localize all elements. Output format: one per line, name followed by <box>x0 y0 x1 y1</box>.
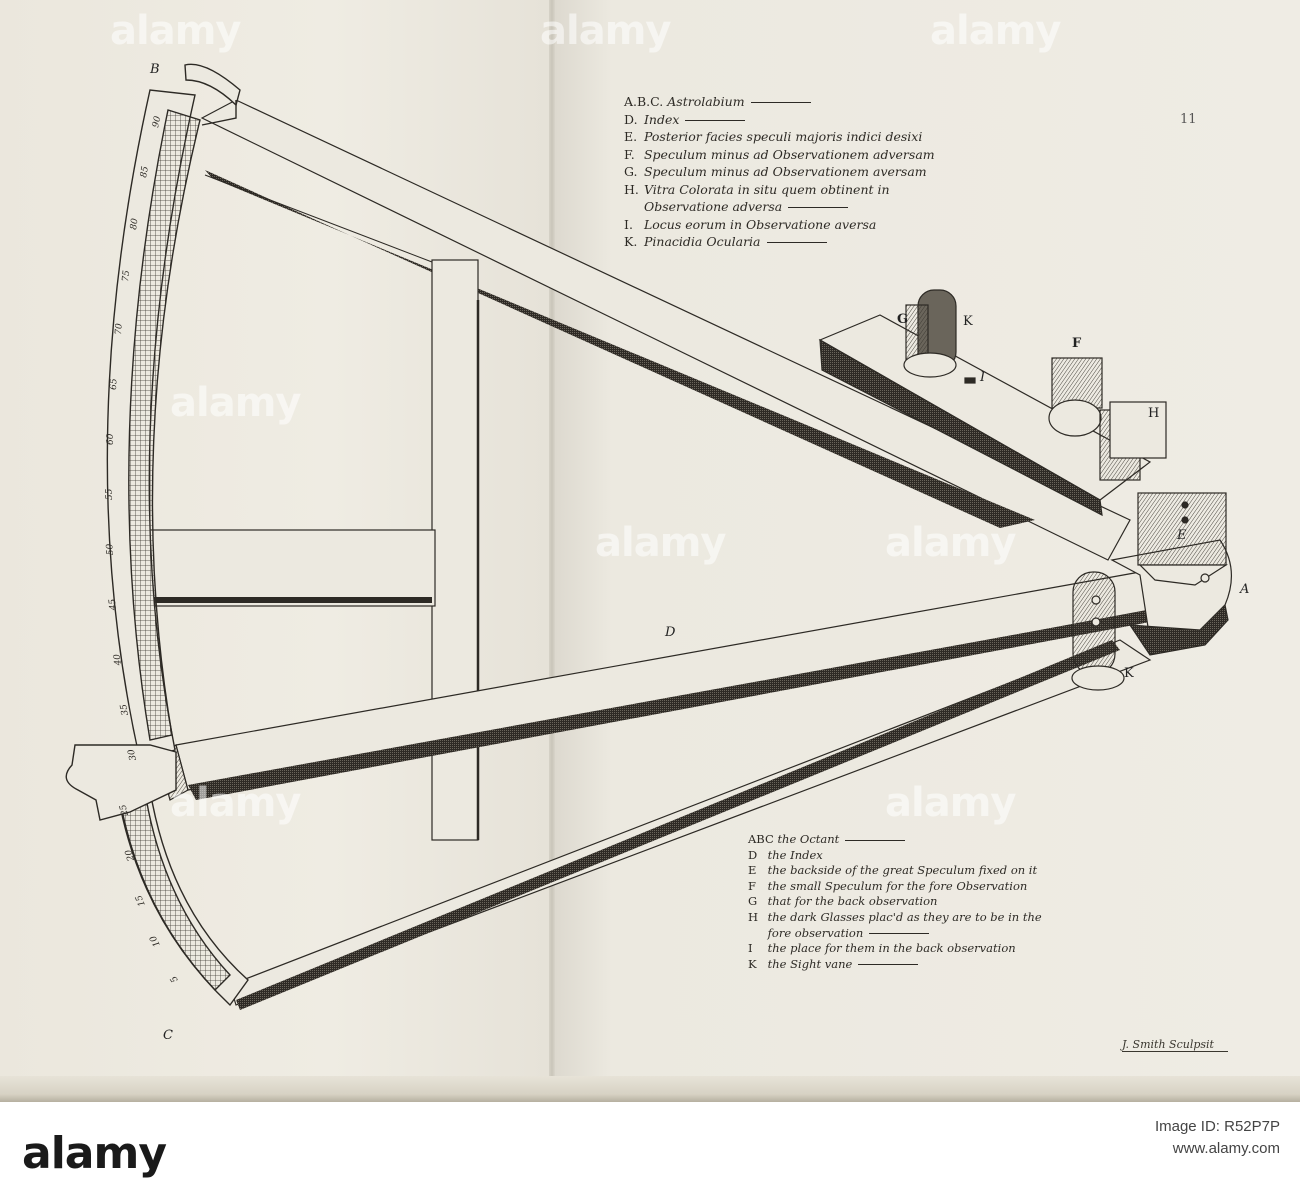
legend-item: Observatione adversa <box>624 198 935 216</box>
book-spread: 90 85 80 75 70 65 60 55 50 45 40 35 30 2… <box>0 0 1300 1102</box>
scale-number: 65 <box>109 378 119 390</box>
label-k-bottom: K <box>1124 666 1134 681</box>
legend-item: fore observation <box>748 926 1042 942</box>
legend-item: D. Index <box>624 111 935 129</box>
legend-item: I the place for them in the back observa… <box>748 941 1016 956</box>
legend-item: I. Locus eorum in Observatione aversa <box>624 216 877 232</box>
octant-frame <box>134 99 1152 1010</box>
watermark: alamy <box>885 520 1016 566</box>
label-b: B <box>150 62 160 77</box>
scale-number: 85 <box>139 165 151 178</box>
horizon-bar <box>818 289 1167 517</box>
scale-number: 20 <box>124 848 137 863</box>
legend-item: F. Speculum minus ad Observationem adver… <box>624 146 935 162</box>
legend-item: ABC the Octant <box>748 832 1042 848</box>
legend-item: H the dark Glasses plac'd as they are to… <box>748 909 1042 924</box>
scale-number: 70 <box>114 323 125 335</box>
page-bottom-edge <box>0 1076 1300 1102</box>
label-c: C <box>163 1028 173 1043</box>
legend-item: F the small Speculum for the fore Observ… <box>748 878 1028 893</box>
legend-item: H. Vitra Colorata in situ quem obtinent … <box>624 181 890 197</box>
engraver-signature: J. Smith Sculpsit <box>1122 1038 1228 1052</box>
scale-number: 35 <box>119 703 131 716</box>
scale-number: 15 <box>134 893 148 908</box>
stock-footer: alamy Image ID: R52P7P www.alamy.com <box>0 1102 1300 1193</box>
book-gutter <box>549 0 555 1102</box>
scale-number: 10 <box>148 933 162 948</box>
legend-item: G that for the back observation <box>748 894 938 909</box>
octant-engraving: 90 85 80 75 70 65 60 55 50 45 40 35 30 2… <box>65 63 1233 1010</box>
legend-item: A.B.C. Astrolabium <box>624 93 935 111</box>
label-k-top: K <box>963 314 973 329</box>
scale-number: 80 <box>129 217 141 230</box>
label-h: H <box>1148 406 1160 421</box>
watermark: alamy <box>170 380 301 426</box>
scale-number: 30 <box>127 748 139 762</box>
watermark: alamy <box>540 8 671 54</box>
label-i: I <box>980 370 986 385</box>
alamy-logo: alamy <box>22 1128 167 1179</box>
watermark: alamy <box>930 8 1061 54</box>
watermark: alamy <box>170 780 301 826</box>
large-speculum <box>1137 492 1229 586</box>
scale-number: 40 <box>112 653 124 667</box>
scale-number: 55 <box>105 488 115 500</box>
watermark: alamy <box>110 8 241 54</box>
legend-item: E. Posterior facies speculi majoris indi… <box>624 129 923 144</box>
label-d: D <box>665 625 676 640</box>
label-e: E <box>1177 528 1187 543</box>
scale-number: 45 <box>108 598 119 612</box>
arc-scale-numbers: 90 85 80 75 70 65 60 55 50 45 40 35 30 2… <box>105 115 181 984</box>
sight-vane <box>1071 571 1125 691</box>
legend-english: ABC the Octant D the Index E the backsid… <box>748 832 1042 972</box>
label-a: A <box>1240 582 1250 597</box>
scale-number: 5 <box>169 973 181 984</box>
arc-limb <box>65 63 249 1007</box>
legend-item: K. Pinacidia Ocularia <box>624 233 935 251</box>
legend-item: K the Sight vane <box>748 957 1042 973</box>
site-url: www.alamy.com <box>1172 1140 1280 1157</box>
scale-number: 25 <box>118 803 131 818</box>
watermark: alamy <box>595 520 726 566</box>
label-f: F <box>1072 336 1082 351</box>
footer-info: Image ID: R52P7P www.alamy.com <box>1155 1116 1280 1160</box>
scale-number: 60 <box>106 433 116 445</box>
watermark: alamy <box>885 780 1016 826</box>
label-g: G <box>897 312 909 327</box>
page-mark: 11 <box>1180 112 1197 127</box>
scale-number: 90 <box>151 115 163 129</box>
legend-item: G. Speculum minus ad Observationem avers… <box>624 164 927 179</box>
legend-latin: A.B.C. Astrolabium D. Index E. Posterior… <box>624 93 935 251</box>
legend-item: E the backside of the great Speculum fix… <box>748 863 1038 878</box>
scale-number: 50 <box>105 543 116 555</box>
legend-item: D the Index <box>748 847 823 862</box>
image-id: Image ID: R52P7P <box>1154 1118 1280 1135</box>
scale-number: 75 <box>121 270 132 283</box>
